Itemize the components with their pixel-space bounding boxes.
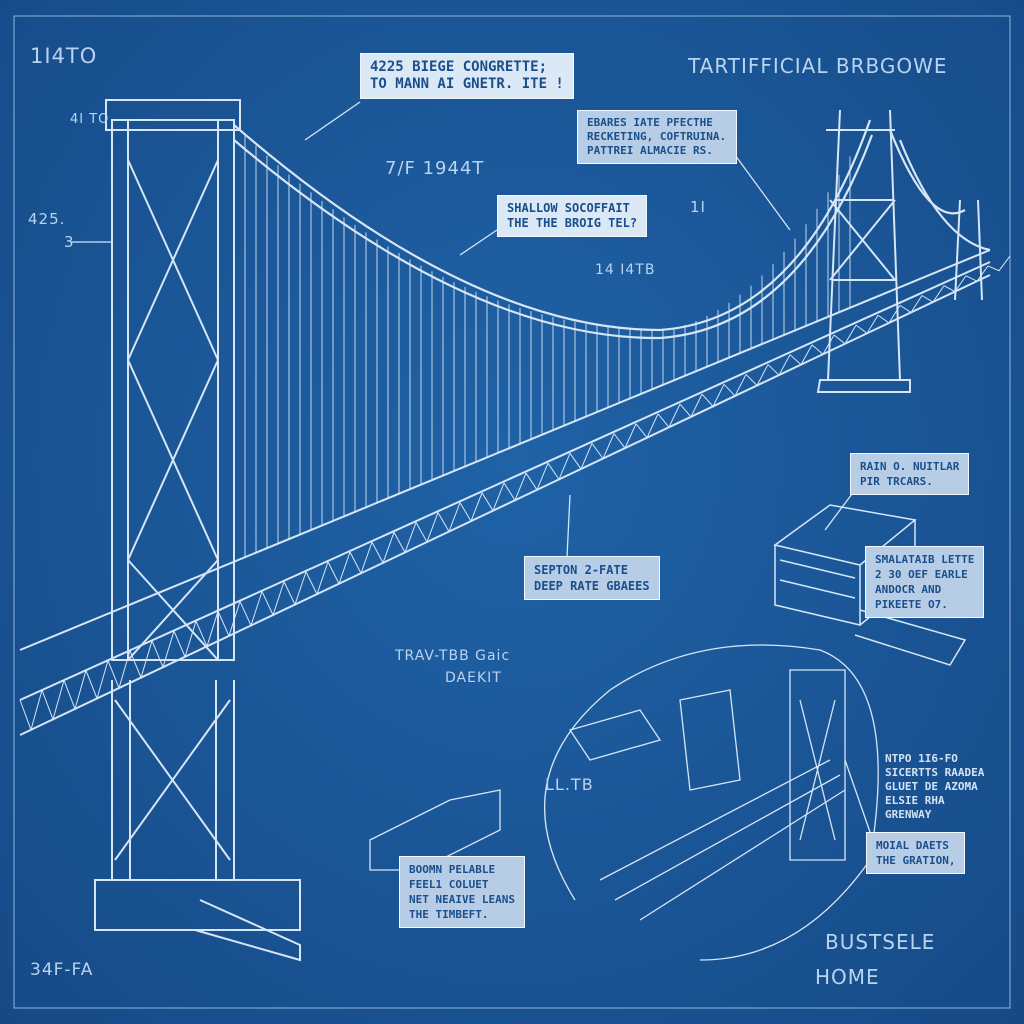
callout-line: THE GRATION, — [876, 854, 956, 867]
callout-line: MOIAL DAETS — [876, 839, 949, 852]
main-cable — [233, 119, 991, 340]
callout-concrete: 4225 BIEGE CONGRETTE; TO MANN AI GNETR. … — [360, 53, 574, 99]
detail-mark: LL.TB — [545, 775, 594, 794]
stamp-line-1: BUSTSELE — [825, 930, 936, 954]
callout-line: 4225 BIEGE CONGRETTE; — [370, 59, 548, 75]
tower-section-detail — [369, 644, 879, 961]
callout-line: SEPTON 2-FATE — [534, 563, 628, 577]
tower-top-mark: 4I TO — [70, 112, 110, 127]
left-dimension-a: 425. — [28, 210, 66, 228]
sheet-id-top-left: 1I4TO — [30, 44, 98, 68]
leader-lines — [70, 101, 871, 833]
side-note-line: GLUET DE AZOMA — [885, 780, 978, 793]
callout-line: NET NEAIVE LEANS — [409, 893, 515, 906]
callout-line: BOOMN PELABLE — [409, 863, 496, 876]
stamp-line-2: HOME — [815, 965, 880, 989]
callout-shallow: SHALLOW SOCOFFAIT THE THE BROIG TEL? — [497, 195, 648, 237]
callout-line: RAIN O. NUITLAR — [860, 460, 960, 473]
callout-anchor: SMALATAIB LETTE 2 30 OEF EARLE ANDOCR AN… — [865, 546, 985, 618]
callout-line: PATTREI ALMACIE RS. — [587, 144, 713, 157]
deck-note-line: DAEKIT — [445, 670, 502, 686]
suspender-cables — [244, 135, 851, 558]
span-mark: 14 I4TB — [595, 262, 656, 278]
sheet-border — [13, 15, 1011, 1009]
callout-moial: MOIAL DAETS THE GRATION, — [866, 832, 966, 874]
callout-septon: SEPTON 2-FATE DEEP RATE GBAEES — [524, 556, 660, 600]
callout-line: PIKEETE O7. — [875, 598, 948, 611]
left-tower — [94, 99, 301, 962]
callout-line: 2 30 OEF EARLE — [875, 568, 968, 581]
side-note-line: GRENWAY — [885, 808, 932, 821]
deck-note-line: TRAV-TBB Gaic — [395, 648, 511, 664]
sheet-id-bottom-left: 34F-FA — [30, 960, 94, 980]
side-note: NTPO 1I6-FO SICERTTS RAADEA GLUET DE AZO… — [885, 752, 984, 822]
callout-line: ANDOCR AND — [875, 583, 942, 596]
callout-line: RECKETING, COFTRUINA. — [587, 130, 727, 143]
small-mark: 1I — [690, 198, 706, 216]
callout-line: DEEP RATE GBAEES — [534, 579, 650, 593]
callout-line: PIR TRCARS. — [860, 475, 933, 488]
callout-line: THE TIMBEFT. — [409, 908, 489, 921]
callout-line: SHALLOW SOCOFFAIT — [507, 201, 630, 215]
year-mark: 7/F 1944T — [385, 158, 485, 179]
sheet-title: TARTIFFICIAL BRBGOWE — [688, 54, 948, 78]
callout-line: EBARES IATE PFECTHE — [587, 116, 713, 129]
callout-bracketing: EBARES IATE PFECTHE RECKETING, COFTRUINA… — [577, 110, 737, 164]
right-tower — [816, 109, 983, 393]
left-dimension-b: 3 — [64, 233, 75, 251]
callout-line: FEEL1 COLUET — [409, 878, 489, 891]
callout-line: TO MANN AI GNETR. ITE ! — [370, 76, 564, 92]
side-note-line: NTPO 1I6-FO — [885, 752, 958, 765]
deck-note: TRAV-TBB Gaic DAEKIT — [395, 645, 510, 689]
callout-line: THE THE BROIG TEL? — [507, 216, 638, 230]
callout-line: SMALATAIB LETTE — [875, 553, 975, 566]
callout-rain: RAIN O. NUITLAR PIR TRCARS. — [850, 453, 970, 495]
callout-boomn: BOOMN PELABLE FEEL1 COLUET NET NEAIVE LE… — [399, 856, 525, 928]
side-note-line: SICERTTS RAADEA — [885, 766, 985, 779]
side-note-line: ELSIE RHA — [885, 794, 945, 807]
